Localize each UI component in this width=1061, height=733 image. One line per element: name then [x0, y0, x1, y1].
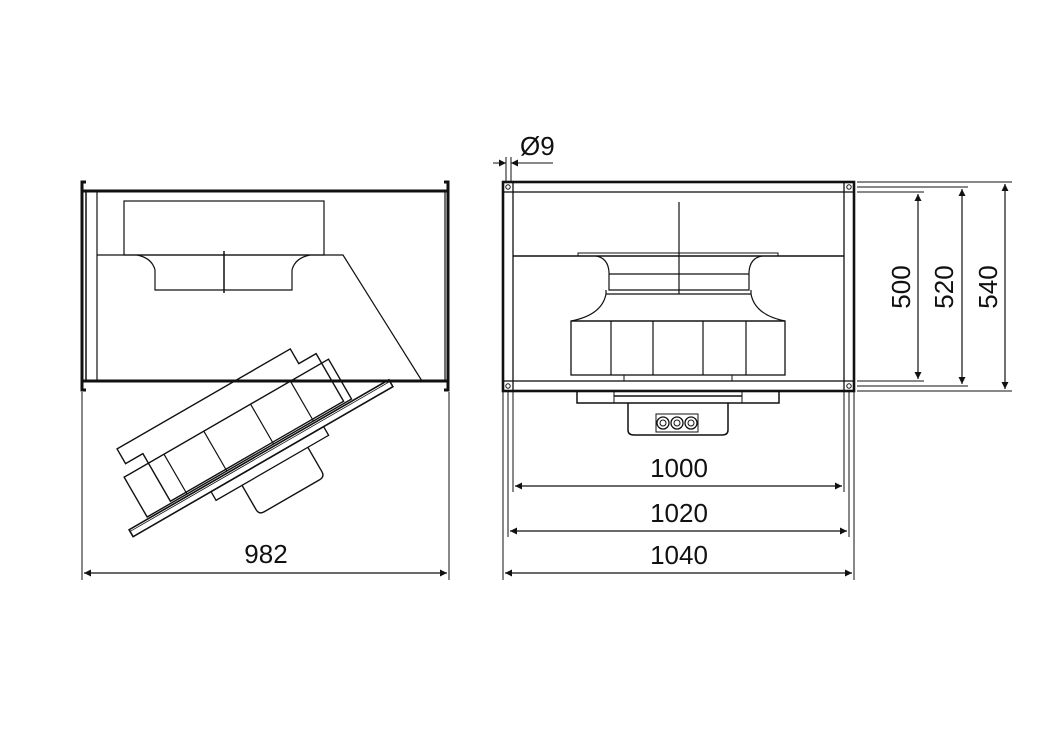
cable-gland-icon — [684, 416, 698, 430]
side-view-fan-assembly — [116, 347, 394, 538]
dimension-1020: 1020 — [507, 391, 850, 537]
dimension-500: 500 — [857, 191, 924, 382]
cable-gland-icon — [656, 416, 670, 430]
side-view-inlet-nozzle — [97, 200, 423, 382]
dimension-520: 520 — [857, 186, 968, 387]
mounting-hole-icon — [843, 181, 855, 193]
dim-inner-height: 500 — [886, 265, 916, 308]
mounting-hole-icon — [843, 380, 855, 392]
dim-overall-length: 982 — [244, 539, 287, 569]
dimension-982: 982 — [81, 392, 450, 580]
dimension-1040: 1040 — [502, 391, 855, 580]
dim-outer-width: 1040 — [650, 540, 708, 570]
front-view-fan-wheel — [570, 202, 786, 382]
side-view-housing — [80, 180, 450, 392]
dim-hole-pitch-width: 1020 — [650, 498, 708, 528]
mounting-hole-icon — [502, 380, 514, 392]
side-view: 982 — [80, 180, 450, 580]
dimension-1000: 1000 — [512, 391, 845, 492]
dimension-540: 540 — [857, 181, 1012, 392]
front-view-motor-box — [576, 390, 780, 436]
front-view: Ø9 1000 1020 1040 500 — [493, 131, 1012, 580]
dim-outer-height: 540 — [973, 265, 1003, 308]
dim-hole-pitch-height: 520 — [929, 265, 959, 308]
dim-hole-diameter: Ø9 — [520, 131, 555, 161]
dimension-hole-diameter: Ø9 — [493, 131, 555, 183]
cable-gland-icon — [670, 416, 684, 430]
dim-inner-width: 1000 — [650, 453, 708, 483]
mounting-hole-icon — [502, 181, 514, 193]
